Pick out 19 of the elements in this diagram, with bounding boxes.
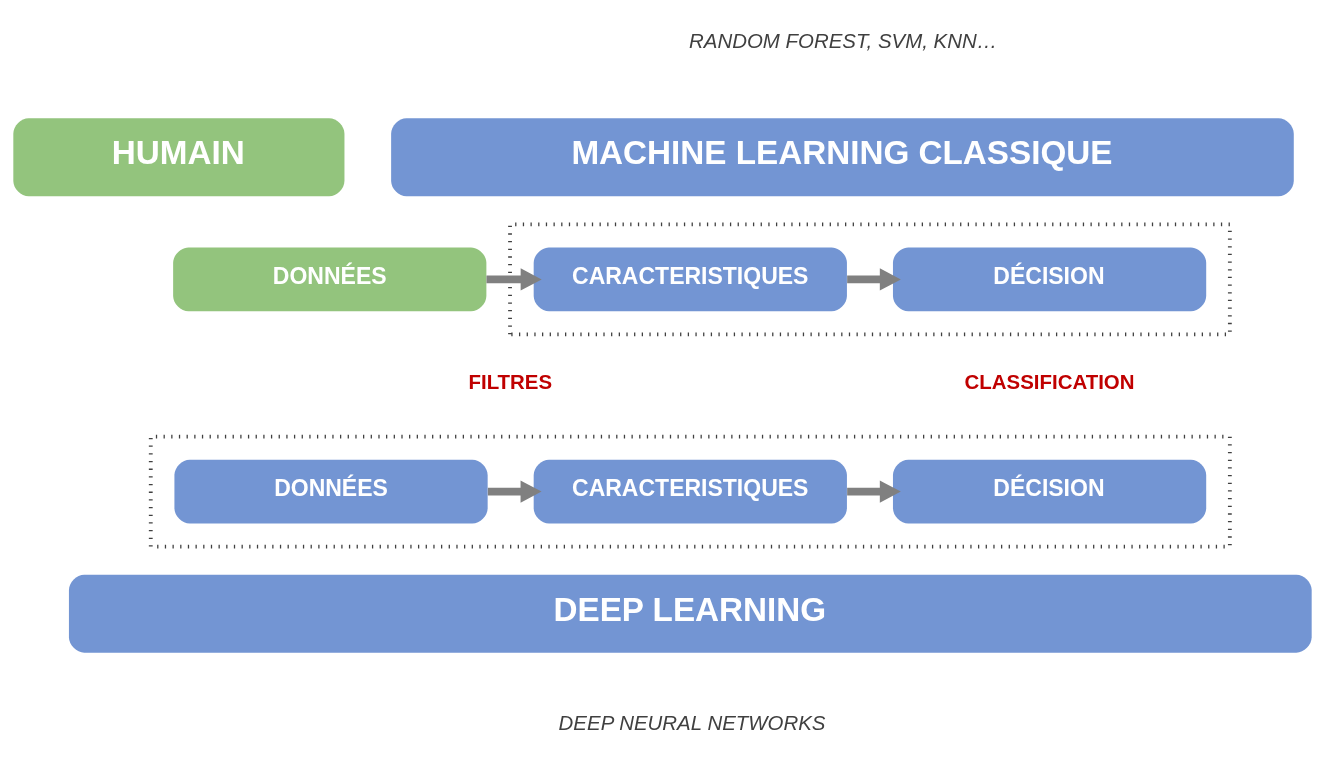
arrow	[847, 480, 901, 503]
node-box: DÉCISION	[892, 246, 1207, 311]
label: FILTRES	[468, 369, 553, 393]
node-box: CARACTERISTIQUES	[533, 246, 847, 311]
label: CLASSIFICATION	[964, 369, 1135, 393]
label: RANDOM FOREST, SVM, KNN…	[689, 28, 998, 52]
node-box: CARACTERISTIQUES	[533, 459, 847, 524]
node-box: DÉCISION	[892, 459, 1207, 524]
cluster	[148, 434, 1232, 548]
node-box: MACHINE LEARNING CLASSIQUE	[391, 117, 1294, 196]
arrow	[847, 267, 901, 290]
node-box: HUMAIN	[13, 117, 345, 196]
node-box: DONNÉES	[174, 459, 488, 524]
arrow	[487, 480, 542, 503]
label: DEEP NEURAL NETWORKS	[558, 710, 826, 734]
cluster	[508, 222, 1232, 336]
node-box: DEEP LEARNING	[68, 574, 1312, 653]
node-box: DONNÉES	[173, 246, 487, 311]
arrow	[486, 267, 542, 290]
